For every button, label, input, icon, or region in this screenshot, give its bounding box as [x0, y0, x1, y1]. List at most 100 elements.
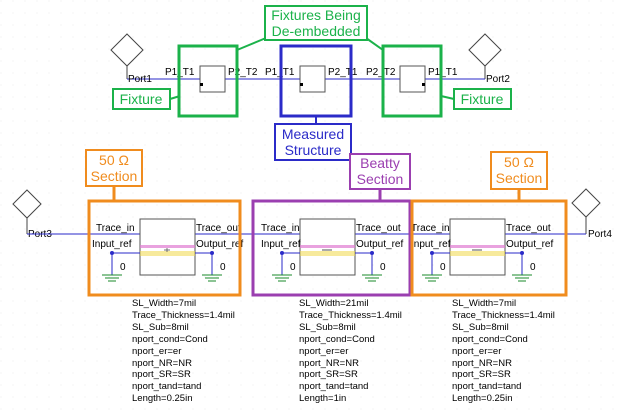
param-line: Length=1in — [299, 393, 347, 405]
fixtures-deembedded-line1: Fixtures Being — [271, 7, 360, 23]
fixture-right-label-box — [453, 88, 512, 110]
fixture-left-component[interactable] — [199, 65, 226, 93]
fixture-left-label: Fixture — [120, 91, 163, 107]
left-ground-out-zero: 0 — [220, 262, 226, 273]
left-section-label-box — [85, 149, 143, 187]
port4-symbol[interactable] — [571, 188, 601, 234]
beatty-label-line2: Section — [357, 171, 404, 187]
port3-symbol[interactable] — [12, 189, 42, 234]
left-section-component[interactable] — [139, 218, 196, 276]
param-line: nport_cond=Cond — [132, 333, 208, 345]
param-line: SL_Width=21mil — [299, 298, 369, 309]
right-50ohm-section-highlight — [410, 199, 568, 297]
param-line: nport_tand=tand — [452, 381, 522, 393]
param-line: nport_cond=Cond — [299, 333, 375, 345]
middle-pin-trace-in: Trace_in — [261, 223, 300, 234]
right-section-component[interactable] — [449, 218, 506, 276]
left-50ohm-section-highlight — [87, 199, 242, 297]
param-line: Trace_Thickness=1.4mil — [452, 309, 555, 321]
param-line: Trace_Thickness=1.4mil — [132, 309, 235, 321]
right-ground-in-zero: 0 — [440, 262, 446, 273]
middle-section-parameters: SL_Width=21mil Trace_Thickness=1.4mil SL… — [299, 298, 402, 405]
port1-symbol[interactable] — [110, 33, 200, 80]
ground-symbol-left-out — [195, 251, 222, 282]
middle-section-component[interactable] — [299, 218, 356, 276]
param-line: SL_Sub=8mil — [299, 321, 356, 333]
param-line: nport_NR=NR — [132, 357, 192, 369]
left-pin-trace-in: Trace_in — [96, 223, 135, 234]
middle-pin-input-ref: Input_ref — [261, 239, 301, 250]
fixture-right-pin-p2t2: P2_T2 — [366, 67, 396, 78]
beatty-label-line1: Beatty — [360, 155, 400, 171]
measured-label-line2: Structure — [285, 142, 342, 158]
param-line: SL_Sub=8mil — [452, 321, 509, 333]
ground-symbol-right-out — [505, 251, 532, 282]
right-pin-input-ref: Input_ref — [411, 239, 451, 250]
param-line: nport_NR=NR — [299, 357, 359, 369]
param-line: nport_er=er — [132, 345, 182, 357]
fixture-left-pin-p2t2: P2_T2 — [228, 67, 258, 78]
param-line: nport_NR=NR — [452, 357, 512, 369]
fixtures-deembedded-line2: De-embedded — [272, 23, 361, 39]
param-line: Trace_Thickness=1.4mil — [299, 309, 402, 321]
param-line: nport_tand=tand — [299, 381, 369, 393]
left-pin-output-ref: Output_ref — [196, 239, 243, 250]
ground-symbol-middle-out — [355, 251, 382, 282]
fixtures-deembedded-callout-box — [264, 5, 368, 41]
middle-pin-output-ref: Output_ref — [356, 239, 403, 250]
left-pin-trace-out: Trace_out — [196, 223, 241, 234]
middle-pin-trace-out: Trace_out — [356, 223, 401, 234]
fixture-right-label: Fixture — [461, 91, 504, 107]
ground-symbol-middle-in — [272, 251, 300, 282]
fixture-right-pin-p1t1: P1_T1 — [428, 67, 458, 78]
left-section-label-line1: 50 Ω — [99, 152, 129, 168]
fixture-right-label-connector — [440, 95, 455, 100]
fixture-left-label-box — [112, 88, 171, 110]
param-line: SL_Sub=8mil — [132, 321, 189, 333]
middle-ground-out-zero: 0 — [380, 262, 386, 273]
left-pin-input-ref: Input_ref — [92, 239, 132, 250]
param-line: SL_Width=7mil — [132, 298, 197, 309]
beatty-section-highlight — [251, 199, 412, 297]
param-line: nport_cond=Cond — [452, 333, 528, 345]
right-pin-trace-out: Trace_out — [506, 223, 551, 234]
callout-arrow-right — [365, 37, 384, 51]
fixture-right-component[interactable] — [399, 65, 426, 93]
left-section-parameters: SL_Width=7mil Trace_Thickness=1.4mil SL_… — [132, 298, 235, 405]
right-pin-trace-in: Trace_in — [411, 223, 450, 234]
param-line: Length=0.25in — [132, 393, 193, 405]
measured-component[interactable] — [299, 65, 326, 93]
param-line: SL_Width=7mil — [452, 298, 517, 309]
ground-symbol-left-in — [102, 251, 140, 282]
right-ground-out-zero: 0 — [530, 262, 536, 273]
right-pin-output-ref: Output_ref — [506, 239, 553, 250]
param-line: nport_SR=SR — [132, 369, 191, 381]
param-line: nport_SR=SR — [452, 369, 511, 381]
port2-label: Port2 — [486, 74, 510, 85]
param-line: nport_tand=tand — [132, 381, 202, 393]
measured-label-line1: Measured — [282, 126, 344, 142]
right-section-label-line2: Section — [496, 170, 543, 186]
right-section-label-line1: 50 Ω — [504, 154, 534, 170]
param-line: nport_er=er — [452, 345, 502, 357]
measured-label-box — [274, 123, 352, 161]
port4-label: Port4 — [588, 229, 612, 240]
port2-symbol[interactable] — [420, 33, 502, 80]
fixture-right-highlight — [381, 44, 443, 118]
right-section-parameters: SL_Width=7mil Trace_Thickness=1.4mil SL_… — [452, 298, 555, 405]
ground-symbol-right-in — [422, 251, 450, 282]
fixture-left-highlight — [177, 44, 239, 118]
fixture-left-label-connector — [169, 95, 181, 100]
measured-pin-p2t1: P2_T1 — [328, 67, 358, 78]
right-section-label-box — [490, 151, 548, 190]
left-ground-in-zero: 0 — [120, 262, 126, 273]
callout-arrow-left — [236, 37, 267, 51]
beatty-label-box — [349, 153, 411, 190]
param-line: Length=0.25in — [452, 393, 513, 405]
param-line: nport_er=er — [299, 345, 349, 357]
param-line: nport_SR=SR — [299, 369, 358, 381]
middle-ground-in-zero: 0 — [290, 262, 296, 273]
port1-label: Port1 — [128, 74, 152, 85]
left-section-label-line2: Section — [91, 168, 138, 184]
